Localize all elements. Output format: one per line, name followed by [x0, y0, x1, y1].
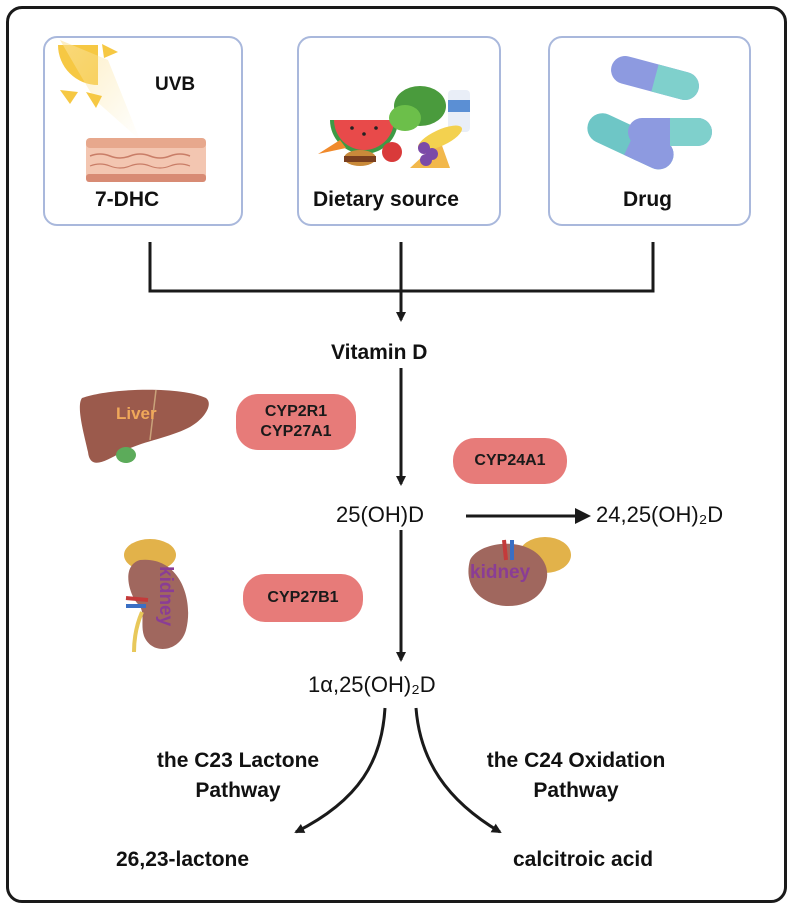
source-label-diet: Dietary source [313, 188, 459, 211]
arrow-to-calcitroic [414, 707, 502, 834]
source-connectors [148, 242, 655, 322]
source-label-7dhc: 7-DHC [95, 188, 160, 211]
enzyme-cyp2r1-cyp27a1: CYP2R1 CYP27A1 [236, 394, 356, 450]
node-25ohd: 25(OH)D [336, 502, 425, 527]
food-icon [318, 86, 470, 168]
arrow-to-lactone [294, 707, 387, 834]
liver-icon [79, 389, 209, 463]
enzyme-cyp24a1: CYP24A1 [453, 438, 567, 484]
product-calcitroic-acid: calcitroic acid [513, 848, 654, 871]
pathway-c23-label: the C23 Lactone Pathway [156, 749, 320, 802]
capsule-icon [587, 55, 712, 170]
product-lactone: 26,23-lactone [116, 848, 250, 871]
kidney-left-label: kidney [155, 566, 176, 627]
kidney-right-icon [468, 537, 571, 606]
enzyme-cyp27b1: CYP27B1 [243, 574, 363, 622]
uvb-label: UVB [155, 74, 196, 95]
kidney-left-icon [124, 539, 189, 653]
liver-label: Liver [116, 404, 157, 423]
node-24-25-oh2d: 24,25(OH)₂D [596, 502, 724, 527]
source-label-drug: Drug [623, 188, 672, 211]
node-vitamin-d: Vitamin D [331, 341, 428, 364]
pathway-c24-label: the C24 Oxidation Pathway [486, 749, 666, 802]
skin-layer-icon [86, 138, 206, 182]
sun-icon [58, 40, 140, 140]
kidney-right-label: kidney [470, 562, 531, 583]
node-calcitriol: 1α,25(OH)₂D [308, 672, 436, 697]
